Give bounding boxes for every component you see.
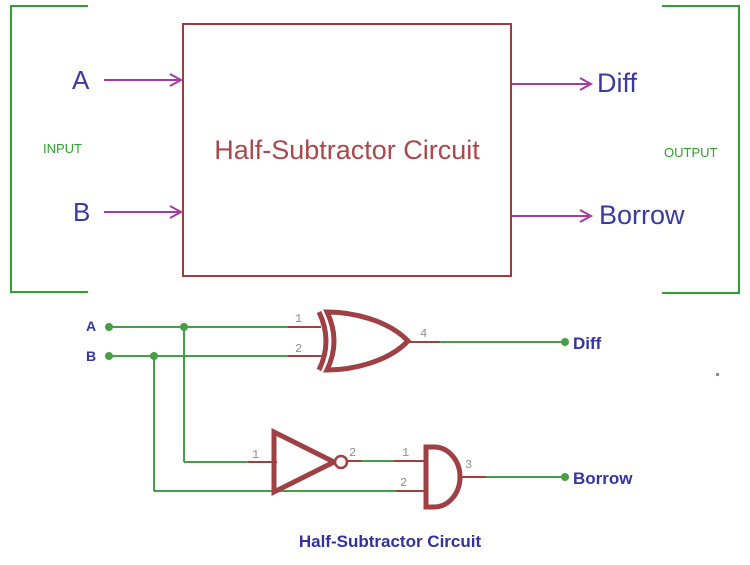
dot-b-junction: [150, 352, 158, 360]
xor-gate-icon: [316, 309, 412, 373]
pin-xor-in2: 2: [295, 342, 303, 356]
schematic-diff-label: Diff: [573, 334, 602, 353]
figure-caption: Half-Subtractor Circuit: [298, 532, 482, 551]
input-bracket: [10, 5, 88, 293]
arrow-output-diff: [512, 77, 594, 91]
wire-a-horizontal: [109, 326, 289, 328]
schematic-input-a-label: A: [86, 318, 97, 334]
dot-a-junction: [180, 323, 188, 331]
pin-xor-out: 4: [420, 327, 428, 341]
wire-not-input: [184, 461, 248, 463]
stub-and-out: [458, 476, 486, 478]
wire-not-to-and: [362, 460, 394, 462]
dot-a-source: [105, 323, 113, 331]
wire-and-output: [486, 476, 563, 478]
stub-xor-in1: [288, 326, 321, 328]
dot-borrow-terminal: [561, 473, 569, 481]
arrow-output-borrow: [512, 209, 594, 223]
input-group-label: INPUT: [43, 141, 82, 156]
stub-not-in: [248, 461, 277, 463]
schematic-borrow-label: Borrow: [573, 469, 633, 488]
arrow-input-a: [104, 73, 184, 87]
stub-xor-out: [409, 341, 440, 343]
wire-b-horizontal: [109, 355, 289, 357]
dot-diff-terminal: [561, 338, 569, 346]
stub-xor-in2: [288, 355, 322, 357]
wire-a-branch-vertical: [183, 327, 185, 462]
wire-xor-output: [440, 341, 563, 343]
stub-and-in2: [396, 490, 428, 492]
schematic-input-b-label: B: [86, 348, 97, 364]
pin-not-in: 1: [252, 448, 260, 462]
input-b-label: B: [73, 197, 91, 227]
stub-and-in1: [394, 460, 426, 462]
output-diff-label: Diff: [597, 68, 638, 98]
pin-and-in1: 1: [402, 446, 410, 460]
output-group-label: OUTPUT: [664, 145, 718, 160]
box-title: Half-Subtractor Circuit: [214, 134, 480, 165]
pin-xor-in1: 1: [295, 312, 303, 326]
and-gate-icon: [423, 444, 463, 510]
stub-not-out: [346, 460, 362, 462]
pin-not-out: 2: [349, 446, 357, 460]
output-borrow-label: Borrow: [599, 200, 685, 230]
half-subtractor-box: Half-Subtractor Circuit: [182, 23, 512, 277]
input-a-label: A: [72, 65, 90, 95]
output-bracket: [662, 5, 740, 294]
pin-and-in2: 2: [400, 476, 408, 490]
not-gate-icon: [271, 427, 349, 497]
wire-b-branch-vertical: [153, 356, 155, 491]
dot-b-source: [105, 352, 113, 360]
pin-and-out: 3: [465, 458, 473, 472]
stray-dot: [716, 373, 719, 376]
arrow-input-b: [104, 205, 184, 219]
